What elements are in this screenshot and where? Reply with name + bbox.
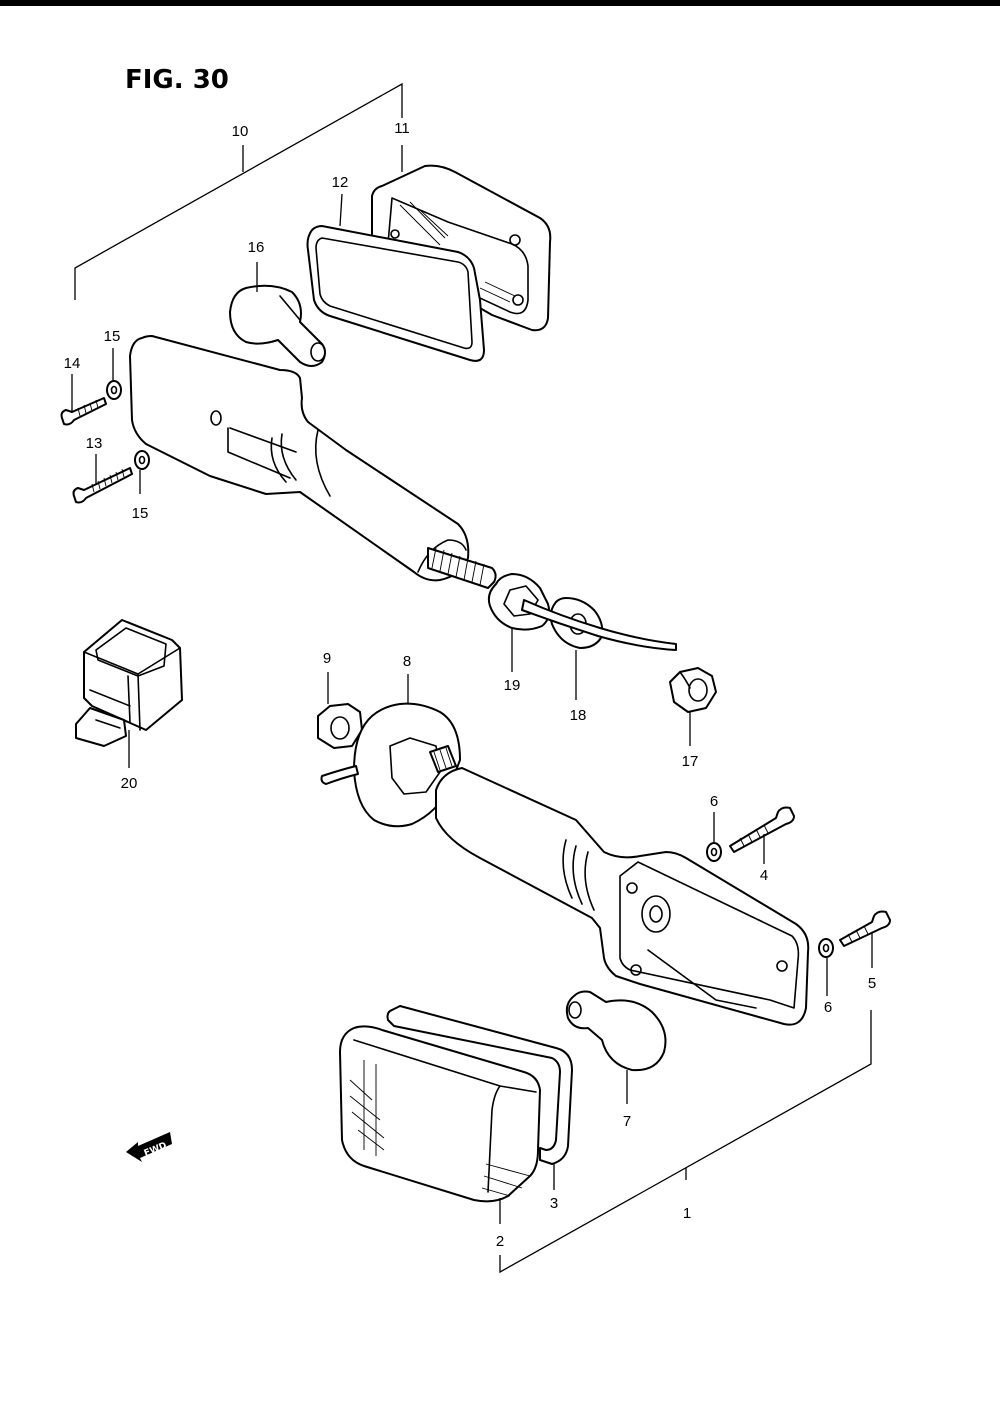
assembly-bracket-1 bbox=[499, 1010, 872, 1274]
washer-6-lower bbox=[818, 938, 834, 958]
callout-20: 20 bbox=[121, 775, 138, 792]
assembly-bracket-10 bbox=[74, 82, 403, 300]
leader-lines bbox=[71, 193, 873, 1224]
callout-7: 7 bbox=[623, 1113, 631, 1130]
housing-lower bbox=[435, 767, 810, 1026]
wire-lower bbox=[320, 765, 359, 785]
callout-5: 5 bbox=[868, 975, 876, 992]
callout-18: 18 bbox=[570, 707, 587, 724]
callout-numbers: 10 11 12 16 15 14 13 15 20 19 18 17 9 8 … bbox=[64, 120, 877, 1250]
callout-15-lower: 15 bbox=[132, 505, 149, 522]
screw-5 bbox=[839, 910, 891, 947]
nut-9 bbox=[317, 703, 363, 749]
nut-17 bbox=[669, 667, 717, 713]
housing-upper bbox=[129, 335, 470, 582]
callout-17: 17 bbox=[682, 753, 699, 770]
top-border bbox=[0, 0, 1000, 6]
gasket-3 bbox=[386, 1005, 573, 1165]
fwd-arrow-icon: FWD bbox=[126, 1132, 172, 1162]
washer-15-upper bbox=[106, 380, 122, 400]
callout-10: 10 bbox=[232, 123, 249, 140]
gasket-12 bbox=[306, 225, 485, 362]
callout-12: 12 bbox=[332, 174, 349, 191]
callout-1: 1 bbox=[683, 1205, 691, 1222]
callout-15-upper: 15 bbox=[104, 328, 121, 345]
wire-upper bbox=[521, 599, 677, 651]
callout-4: 4 bbox=[760, 867, 768, 884]
lens-2 bbox=[339, 1025, 541, 1203]
relay-20 bbox=[75, 619, 183, 747]
bulb-7 bbox=[565, 990, 667, 1072]
callout-2: 2 bbox=[496, 1233, 504, 1250]
washer-15-lower bbox=[134, 450, 150, 470]
callout-6-lower: 6 bbox=[824, 999, 832, 1016]
callout-6-upper: 6 bbox=[710, 793, 718, 810]
callout-8: 8 bbox=[403, 653, 411, 670]
bulb-16 bbox=[229, 284, 326, 367]
lens-11 bbox=[371, 164, 552, 332]
callout-11: 11 bbox=[394, 120, 410, 137]
figure-title: FIG. 30 bbox=[125, 65, 229, 95]
callout-14: 14 bbox=[64, 355, 81, 372]
callout-13: 13 bbox=[86, 435, 103, 452]
washer-6-upper bbox=[706, 842, 722, 862]
callout-9: 9 bbox=[323, 650, 331, 667]
callout-19: 19 bbox=[504, 677, 521, 694]
callout-3: 3 bbox=[550, 1195, 558, 1212]
screw-4 bbox=[729, 806, 795, 853]
threaded-stud-upper bbox=[427, 547, 497, 589]
screw-14 bbox=[60, 397, 107, 426]
grommet-19 bbox=[487, 573, 551, 631]
callout-16: 16 bbox=[248, 239, 265, 256]
threaded-stud-lower bbox=[429, 745, 457, 773]
screw-13 bbox=[72, 467, 133, 504]
